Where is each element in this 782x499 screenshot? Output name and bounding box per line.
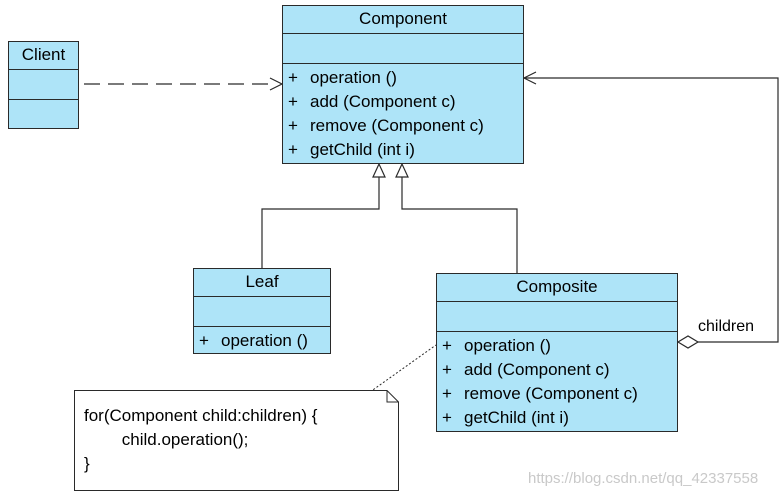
class-leaf-operations: + operation () — [194, 327, 330, 353]
class-composite[interactable]: Composite + operation () + add (Component … — [436, 273, 678, 432]
class-composite-operations: + operation () + add (Component c) + remove… — [437, 332, 677, 430]
operation-row: + operation () — [199, 329, 330, 353]
visibility-marker: + — [288, 92, 298, 111]
visibility-marker: + — [442, 384, 452, 403]
association-role-label: children — [698, 318, 755, 335]
generalization-arrowhead-composite — [395, 162, 409, 178]
class-composite-attributes — [437, 302, 677, 332]
class-client-attributes — [9, 70, 78, 100]
operation-row: + operation () — [442, 334, 677, 358]
visibility-marker: + — [199, 331, 209, 350]
class-component-attributes — [283, 34, 523, 64]
class-leaf[interactable]: Leaf + operation () — [193, 268, 331, 354]
visibility-marker: + — [442, 336, 452, 355]
generalization-leaf-component — [261, 177, 380, 268]
visibility-marker: + — [442, 360, 452, 379]
class-client-name: Client — [9, 42, 78, 70]
operation-signature: operation () — [310, 68, 397, 87]
operation-signature: add (Component c) — [464, 360, 610, 379]
operation-row: + getChild (int i) — [442, 406, 677, 430]
note-anchor-line — [369, 344, 437, 393]
aggregation-arrowhead — [522, 71, 537, 85]
operation-signature: remove (Component c) — [464, 384, 638, 403]
generalization-arrowhead-leaf — [372, 162, 386, 178]
class-composite-name: Composite — [437, 274, 677, 302]
operation-signature: operation () — [464, 336, 551, 355]
operation-row: + getChild (int i) — [288, 138, 523, 162]
note-text: for(Component child:children) { child.op… — [84, 406, 318, 473]
operation-signature: operation () — [221, 331, 308, 350]
operation-row: + add (Component c) — [288, 90, 523, 114]
operation-row: + add (Component c) — [442, 358, 677, 382]
visibility-marker: + — [442, 408, 452, 427]
operation-signature: add (Component c) — [310, 92, 456, 111]
uml-note[interactable]: for(Component child:children) { child.op… — [74, 390, 399, 491]
watermark: https://blog.csdn.net/qq_42337558 — [528, 470, 759, 487]
operation-row: + remove (Component c) — [288, 114, 523, 138]
class-leaf-attributes — [194, 297, 330, 327]
operation-signature: getChild (int i) — [310, 140, 415, 159]
dependency-arrowhead — [269, 77, 284, 91]
class-component[interactable]: Component + operation () + add (Component … — [282, 5, 524, 164]
aggregation-diamond — [676, 335, 700, 349]
visibility-marker: + — [288, 140, 298, 159]
operation-row: + remove (Component c) — [442, 382, 677, 406]
class-leaf-name: Leaf — [194, 269, 330, 297]
aggregation-children — [524, 77, 779, 343]
operation-signature: remove (Component c) — [310, 116, 484, 135]
generalization-composite-component — [401, 177, 518, 273]
class-component-operations: + operation () + add (Component c) + remove… — [283, 64, 523, 162]
operation-row: + operation () — [288, 66, 523, 90]
class-client[interactable]: Client — [8, 41, 79, 129]
visibility-marker: + — [288, 68, 298, 87]
note-outline — [74, 390, 399, 491]
operation-signature: getChild (int i) — [464, 408, 569, 427]
visibility-marker: + — [288, 116, 298, 135]
class-component-name: Component — [283, 6, 523, 34]
